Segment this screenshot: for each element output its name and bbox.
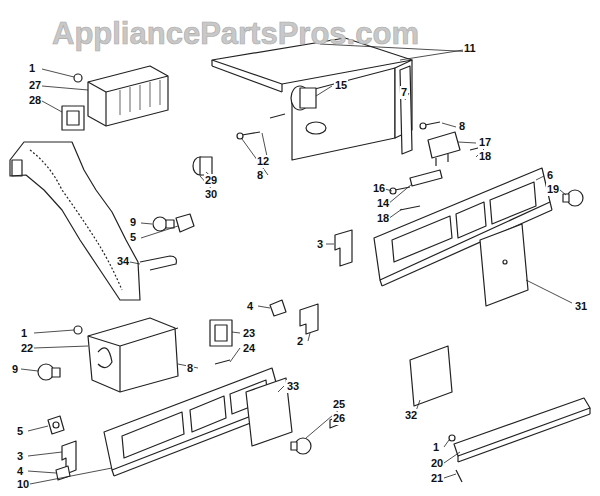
callout-number: 4 [246, 300, 254, 313]
callout-number: 1 [28, 62, 36, 75]
callout-number: 33 [286, 380, 300, 393]
callout-number: 5 [16, 425, 24, 438]
callout-number: 5 [129, 231, 137, 244]
callout-number: 26 [332, 412, 346, 425]
callout-number: 11 [463, 42, 477, 55]
callout-number: 18 [478, 150, 492, 163]
callout-number: 17 [478, 136, 492, 149]
callout-number: 8 [186, 362, 194, 375]
callout-number: 20 [430, 457, 444, 470]
callout-number: 30 [204, 188, 218, 201]
callout-number: 29 [204, 174, 218, 187]
callout-number: 16 [372, 182, 386, 195]
callout-number: 6 [546, 169, 554, 182]
callout-number: 25 [332, 398, 346, 411]
callout-number: 24 [242, 342, 256, 355]
callout-number: 28 [28, 94, 42, 107]
callout-number: 9 [129, 216, 137, 229]
callout-number: 34 [116, 255, 130, 268]
callout-number: 4 [16, 465, 24, 478]
callout-number: 22 [20, 342, 34, 355]
callout-number: 23 [242, 327, 256, 340]
callout-number: 8 [256, 169, 264, 182]
callout-number: 31 [574, 300, 588, 313]
callout-number: 3 [16, 450, 24, 463]
callout-number: 8 [458, 120, 466, 133]
callout-number: 21 [430, 472, 444, 485]
callout-number: 1 [432, 441, 440, 454]
watermark: AppliancePartsPros.com [52, 16, 419, 52]
callout-number: 15 [334, 79, 348, 92]
callout-number: 12 [256, 155, 270, 168]
callout-number: 32 [404, 409, 418, 422]
callout-number: 9 [11, 363, 19, 376]
callout-number: 2 [296, 335, 304, 348]
callout-number: 18 [376, 212, 390, 225]
callout-number: 7 [400, 86, 408, 99]
callout-number: 19 [546, 183, 560, 196]
callout-number: 10 [16, 478, 30, 491]
callout-number: 3 [316, 238, 324, 251]
callout-number: 1 [20, 327, 28, 340]
callout-number: 14 [376, 197, 390, 210]
callout-number: 27 [28, 79, 42, 92]
